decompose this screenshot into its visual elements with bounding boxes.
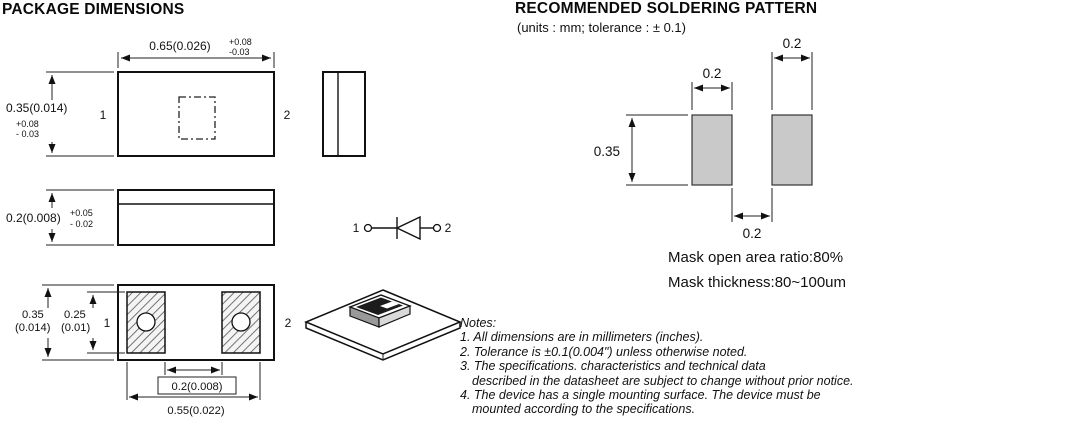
mask-open-area-text: Mask open area ratio:80%	[668, 249, 843, 266]
bottom-view-pin2-label: 2	[285, 316, 292, 330]
top-height-tol-minus: - 0.03	[16, 129, 39, 139]
soldering-pattern-title: RECOMMENDED SOLDERING PATTERN	[515, 0, 818, 17]
top-width-tol-plus: +0.08	[229, 37, 252, 47]
die-outline-dashed	[178, 96, 216, 140]
note-3-continued: described in the datasheet are subject t…	[472, 373, 854, 388]
solder-pad-left-width: 0.2	[703, 66, 722, 81]
solder-pad-height: 0.35	[594, 144, 620, 159]
bottom-height-dimension: 0.35	[22, 309, 44, 321]
top-view-pin1-label: 1	[100, 108, 107, 122]
pad-gap-dimension: 0.2(0.008)	[172, 381, 223, 393]
bottom-height-inch: (0.014)	[15, 322, 51, 334]
note-1: 1. All dimensions are in millimeters (in…	[460, 330, 704, 345]
note-2: 2. Tolerance is ±0.1(0.004") unless othe…	[460, 344, 748, 359]
schematic-pin1-label: 1	[353, 221, 360, 235]
bottom-view-pin1-label: 1	[104, 316, 111, 330]
solder-pad-left	[691, 114, 733, 186]
side-thickness-dimension: 0.2(0.008)	[6, 211, 61, 225]
package-top-view: 0.65(0.026) +0.08 -0.03 0.35(0.014) +0.0…	[6, 37, 291, 157]
soldering-pattern: 0.2 0.2 0.35 0.2 Mask open area ratio:80…	[594, 36, 846, 291]
notes-block: Notes: 1. All dimensions are in millimet…	[460, 316, 960, 417]
note-4-continued: mounted according to the specifications.	[472, 402, 696, 417]
bottom-pad-height-inch: (0.01)	[61, 322, 90, 334]
diode-schematic: 1 2	[353, 215, 452, 241]
bottom-pad-height-dimension: 0.25	[64, 309, 86, 321]
package-end-view	[322, 71, 366, 157]
note-3: 3. The specifications. characteristics a…	[460, 359, 766, 374]
schematic-terminal-2	[432, 223, 442, 233]
pad2-via-circle	[231, 312, 251, 332]
top-view-pin2-label: 2	[284, 108, 291, 122]
package-body-stripe	[380, 301, 399, 309]
schematic-terminal-1	[363, 223, 373, 233]
top-width-tol-minus: -0.03	[229, 47, 250, 57]
package-body-right-face	[378, 305, 411, 328]
top-height-dimension: 0.35(0.014)	[6, 101, 67, 115]
side-thickness-tol-minus: - 0.02	[70, 219, 93, 229]
units-tolerance-note: (units : mm; tolerance : ± 0.1)	[517, 20, 686, 35]
top-height-tol-plus: +0.08	[16, 119, 39, 129]
solder-pad-right-width: 0.2	[783, 36, 802, 51]
pad1-via-circle	[136, 312, 156, 332]
overall-width-dimension: 0.55(0.022)	[167, 405, 224, 417]
package-side-view: 0.2(0.008) +0.05 - 0.02	[6, 189, 275, 246]
top-width-dimension: 0.65(0.026)	[149, 39, 210, 53]
package-dimensions-title: PACKAGE DIMENSIONS	[2, 1, 185, 18]
notes-title: Notes:	[460, 316, 497, 330]
solder-pad-gap: 0.2	[743, 226, 762, 241]
package-bottom-view: 0.35 (0.014) 0.25 (0.01) 1 2 0.2(0.008) …	[15, 284, 292, 417]
diode-triangle	[395, 215, 421, 241]
note-4: 4. The device has a single mounting surf…	[460, 388, 821, 403]
isometric-view	[304, 289, 462, 361]
side-thickness-tol-plus: +0.05	[70, 208, 93, 218]
schematic-pin2-label: 2	[445, 221, 452, 235]
solder-pad-right	[771, 114, 813, 186]
mask-thickness-text: Mask thickness:80~100um	[668, 274, 846, 291]
